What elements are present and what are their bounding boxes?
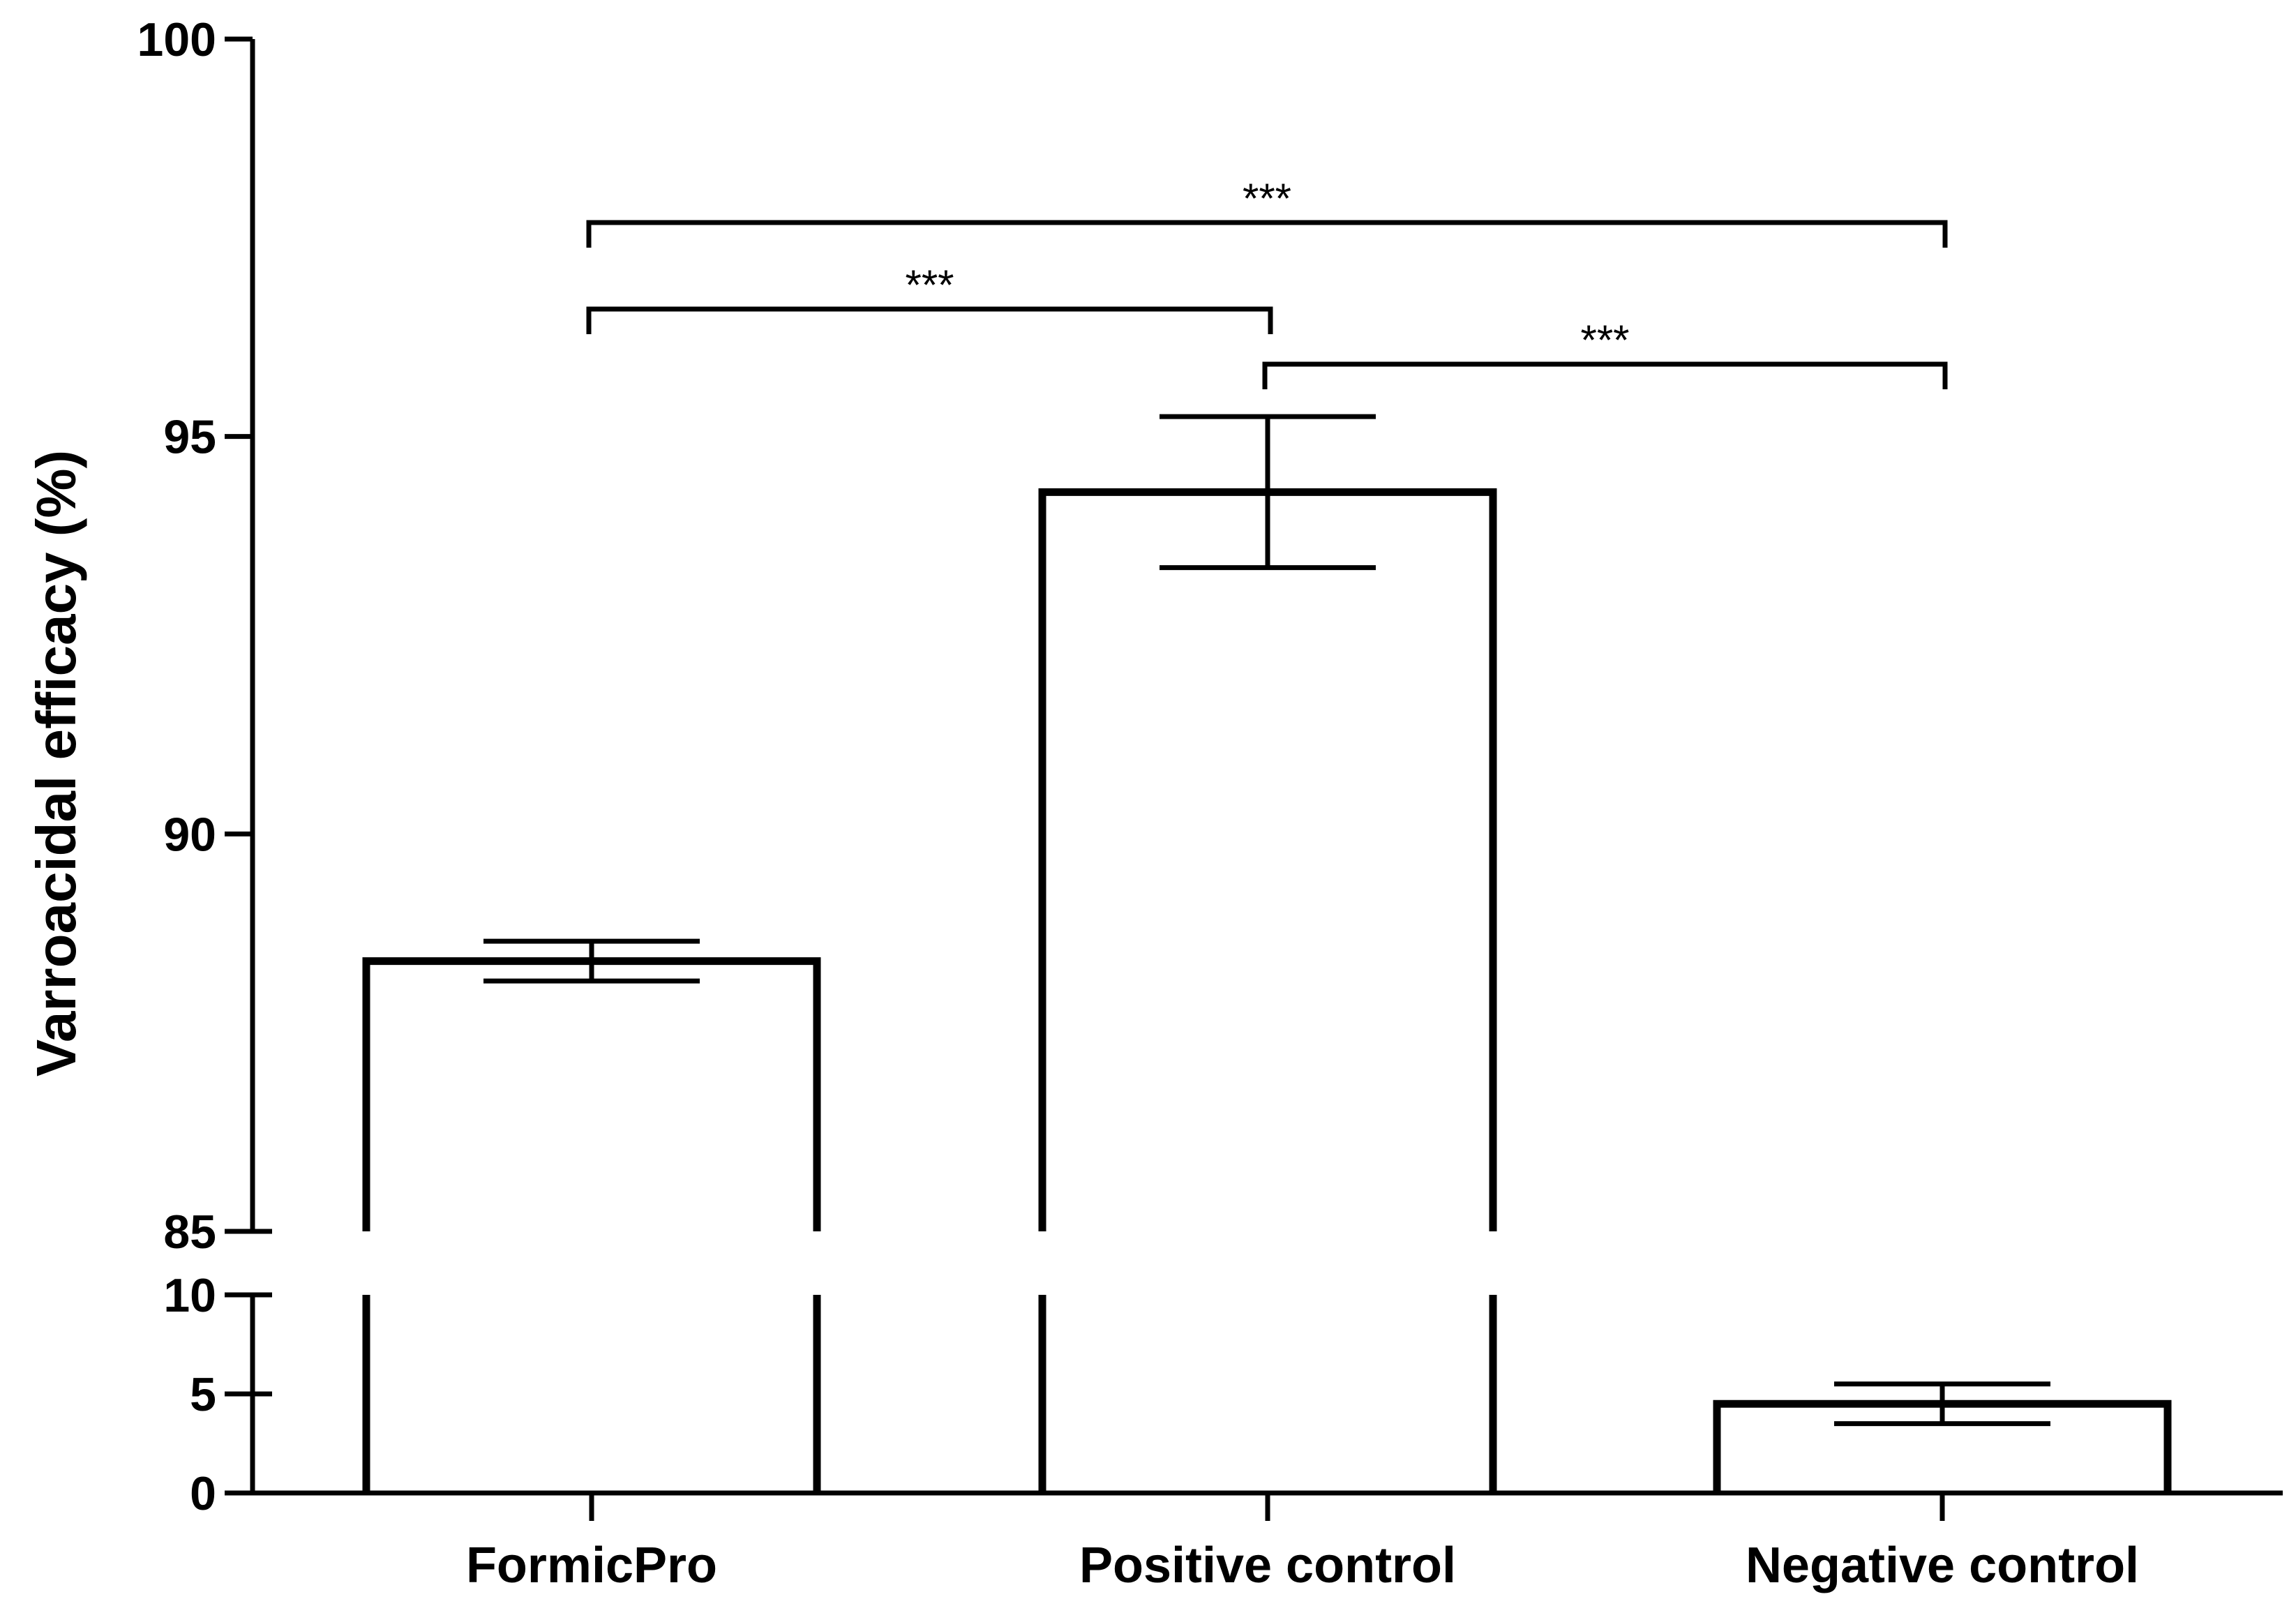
significance-label: *** bbox=[1243, 175, 1291, 222]
significance-bracket bbox=[586, 306, 1273, 334]
significance-brackets bbox=[586, 220, 1948, 389]
bar bbox=[362, 957, 821, 1231]
significance-bracket bbox=[586, 220, 1948, 248]
x-tick-label: Negative control bbox=[1746, 1538, 2139, 1593]
axes bbox=[225, 36, 2283, 1521]
y-tick-label: 100 bbox=[137, 13, 216, 66]
y-tick-label: 95 bbox=[163, 411, 216, 464]
x-tick-label: FormicPro bbox=[466, 1538, 717, 1593]
y-tick-label: 90 bbox=[163, 808, 216, 861]
y-tick-label: 5 bbox=[190, 1368, 216, 1421]
y-tick-label: 10 bbox=[163, 1269, 216, 1322]
y-tick-label: 0 bbox=[190, 1467, 216, 1520]
significance-label: *** bbox=[905, 262, 954, 308]
y-axis-label: Varroacidal efficacy (%) bbox=[25, 450, 87, 1076]
bar-lower-segment bbox=[362, 1295, 821, 1493]
x-tick-label: Positive control bbox=[1079, 1538, 1456, 1593]
significance-label: *** bbox=[1580, 317, 1629, 363]
bar bbox=[1038, 488, 1497, 1231]
bars bbox=[362, 488, 2172, 1493]
y-tick-label: 85 bbox=[163, 1206, 216, 1259]
significance-bracket bbox=[1262, 361, 1948, 389]
error-bars bbox=[483, 414, 2050, 1427]
bar-lower-segment bbox=[1038, 1295, 1497, 1493]
